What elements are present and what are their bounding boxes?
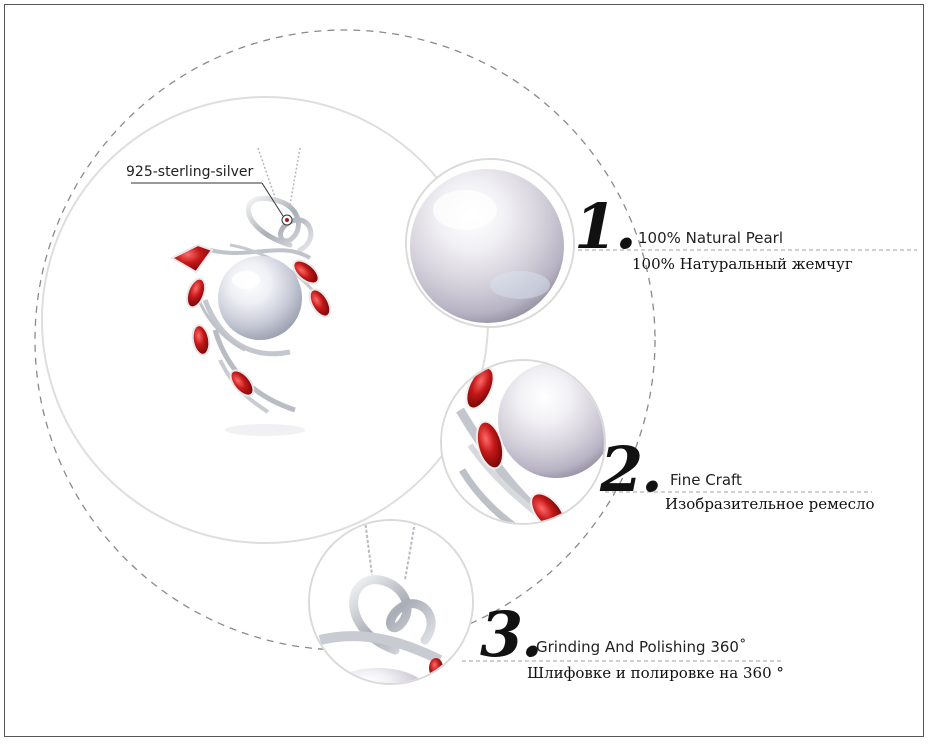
feature-2-title-ru: Изобразительное ремесло xyxy=(665,495,875,513)
feature-1-title-en: 100% Natural Pearl xyxy=(638,229,784,247)
feature-1-number: 1. xyxy=(574,190,637,263)
heart-clasp-image xyxy=(308,519,474,685)
feature-3-title-ru: Шлифовке и полировке на 360 ° xyxy=(527,664,784,682)
pearl-closeup-image xyxy=(405,158,575,328)
callout-label: 925-sterling-silver xyxy=(126,164,254,180)
feature-3-number: 3. xyxy=(480,598,543,671)
garnet-detail-image xyxy=(440,359,606,525)
pendant-image xyxy=(169,147,332,436)
feature-3-title-en: Grinding And Polishing 360˚ xyxy=(536,638,747,656)
page-frame xyxy=(4,4,924,737)
feature-2-title-en: Fine Craft xyxy=(670,471,742,489)
feature-2-number: 2. xyxy=(600,433,663,506)
feature-1-title-ru: 100% Натуральный жемчуг xyxy=(632,255,853,273)
